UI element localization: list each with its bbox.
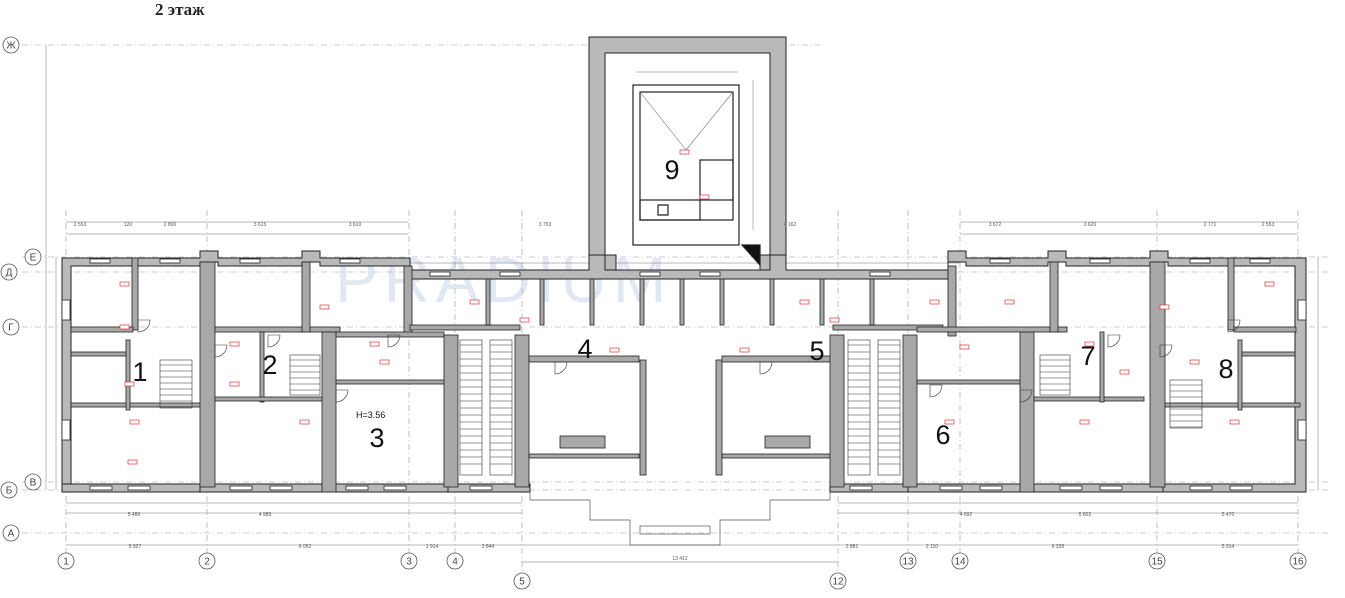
entrance-porch: [529, 492, 831, 546]
dimension-top: 2 553: [1262, 222, 1275, 228]
column-axis-bubble: [198, 552, 216, 570]
row-axis-bubble: [24, 248, 42, 266]
dimension-top: 3 615: [254, 222, 267, 228]
dimension-bottom: 13 412: [672, 556, 688, 562]
row-axis-label: Б: [6, 486, 13, 497]
row-axis-bubble: [2, 318, 20, 336]
row-axis-bubble: [2, 524, 20, 542]
windows: [61, 258, 1307, 491]
dimension-sub: 5 486: [128, 512, 141, 518]
watermark-text: PRADIUM: [335, 244, 672, 316]
column-axis-label: 1: [63, 557, 69, 568]
column-axis-bubble: [513, 572, 531, 590]
room-number-5: 5: [809, 336, 824, 366]
room-number-1: 1: [132, 357, 147, 387]
column-axis-bubble: [57, 552, 75, 570]
column-axis-label: 13: [902, 557, 914, 568]
row-axis-bubble: [24, 473, 42, 491]
dimension-top: 2 553: [74, 222, 87, 228]
dimension-bottom: 2 844: [482, 544, 495, 550]
dimension-top: 3 620: [1084, 222, 1097, 228]
watermark: PRADIUM: [335, 244, 672, 316]
room-area-tags: [119, 149, 1275, 465]
column-axis-label: 3: [406, 557, 412, 568]
column-axis-label: 4: [452, 557, 458, 568]
dimension-sub: 4 989: [259, 512, 272, 518]
column-axis-label: 14: [954, 557, 966, 568]
column-axis-bubble: [829, 572, 847, 590]
door-swings: [137, 319, 1241, 403]
dimension-top: 2 771: [1204, 222, 1217, 228]
column-axis-bubble: [400, 552, 418, 570]
room-number-8: 8: [1218, 354, 1233, 384]
row-axis-label: В: [30, 478, 37, 489]
dimension-top: 4 162: [784, 222, 797, 228]
row-axis-label: Ж: [6, 41, 16, 52]
row-axis-label: Е: [30, 253, 37, 264]
column-axis-bubble: [951, 552, 969, 570]
dimension-sub: 5 802: [1079, 512, 1092, 518]
row-axis-bubbles: Ж Е Д Г В Б А: [0, 36, 42, 542]
dimension-top: 3 610: [349, 222, 362, 228]
room-number-6: 6: [935, 420, 950, 450]
column-axis-bubble: [899, 552, 917, 570]
dimension-top: 2 800: [164, 222, 177, 228]
dimension-bottom: 2 881: [846, 544, 859, 550]
room-numbers: 1 2 3 4 5 6 7 8 9: [132, 155, 1233, 453]
dimension-bottom: 5 914: [1222, 544, 1235, 550]
room-number-9: 9: [664, 155, 679, 185]
dimension-top: 3 753: [539, 222, 552, 228]
room-number-4: 4: [577, 334, 592, 364]
row-axis-bubble: [2, 36, 20, 54]
staircases: [159, 339, 1203, 476]
column-axis-label: 15: [1151, 557, 1163, 568]
row-axis-bubble: [0, 263, 18, 281]
room-number-3: 3: [369, 423, 384, 453]
room-number-2: 2: [262, 350, 277, 380]
room-number-7: 7: [1080, 341, 1095, 371]
row-axis-bubble: [0, 481, 18, 499]
row-axis-label: А: [8, 529, 15, 540]
dimension-bottom: 5 927: [129, 544, 142, 550]
column-axis-label: 5: [519, 577, 525, 588]
dimension-sub: 5 470: [1222, 512, 1235, 518]
floor-title: 2 этаж: [155, 0, 205, 19]
column-axis-bubble: [1148, 552, 1166, 570]
column-axis-bubble: [1289, 552, 1307, 570]
dimension-top: 120: [124, 222, 133, 228]
column-axis-label: 16: [1292, 557, 1304, 568]
column-axis-label: 12: [832, 577, 844, 588]
tower-interior: [632, 84, 761, 267]
dimension-bottom: 2 110: [926, 544, 938, 550]
interior-walls: [70, 257, 1301, 493]
row-axis-label: Д: [6, 268, 13, 279]
column-axis-label: 2: [204, 557, 210, 568]
row-axis-label: Г: [8, 323, 14, 334]
column-axis-bubble: [446, 552, 464, 570]
dimension-bottom: 1 914: [426, 544, 439, 550]
dimension-top: 3 672: [989, 222, 1002, 228]
dimension-bottom: 6 052: [299, 544, 312, 550]
dimension-bottom: 6 335: [1052, 544, 1065, 550]
room-height-label: H=3.56: [356, 410, 385, 420]
dimension-sub: 4 692: [960, 512, 973, 518]
